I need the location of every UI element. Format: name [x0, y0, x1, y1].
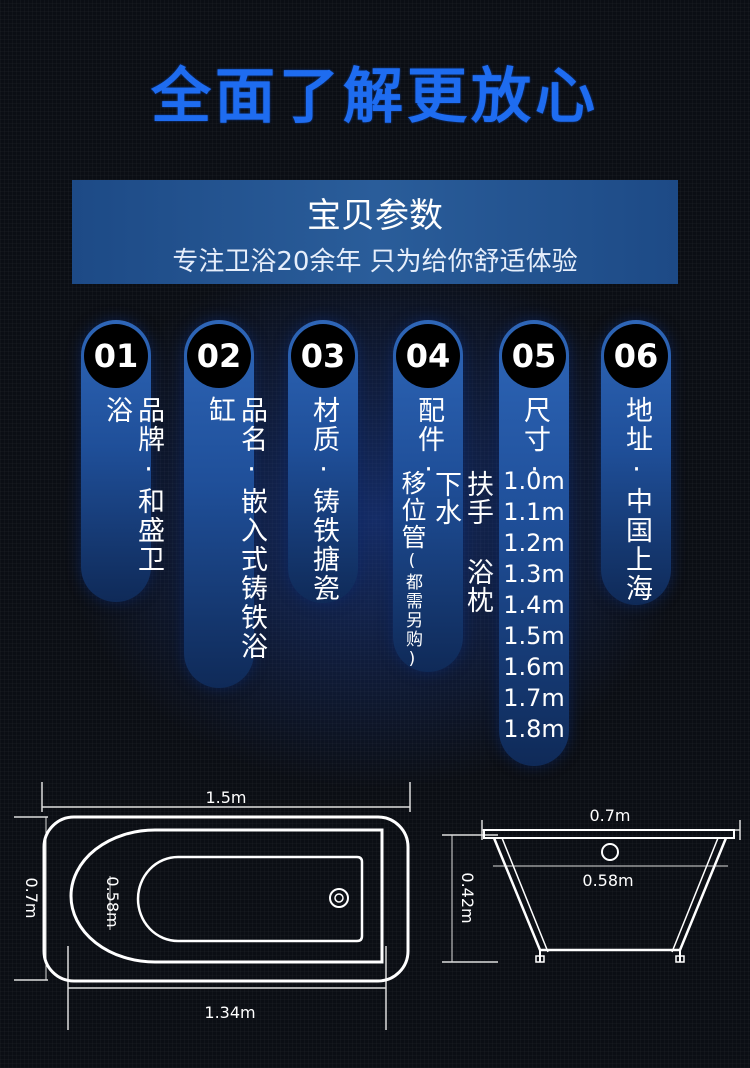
card-text: 品牌·和盛卫浴 — [100, 396, 164, 602]
card-body: 铸铁搪瓷 — [308, 487, 339, 603]
size-item: 1.0m — [503, 467, 565, 495]
card-number: 02 — [187, 324, 251, 388]
dim-length: 1.5m — [205, 788, 246, 807]
card-head: 尺寸· — [519, 396, 550, 487]
card-col1: 扶手 浴枕 下水 — [430, 470, 493, 614]
dim-inner-width: 0.58m — [103, 876, 122, 927]
params-banner: 宝贝参数 专注卫浴20余年 只为给你舒适体验 — [72, 180, 678, 284]
banner-title: 宝贝参数 — [307, 196, 443, 236]
bathtub-side-view-diagram: 0.7m 0.58m 0.42m — [442, 806, 741, 963]
param-card-accessories: 04 配件· 扶手 浴枕 下水 移位管(都需另购) — [393, 320, 493, 672]
size-item: 1.8m — [503, 715, 565, 743]
card-body: 嵌入式铸铁浴缸 — [204, 396, 267, 661]
size-item: 1.4m — [503, 591, 565, 619]
card-text: 地址·中国上海 — [620, 396, 652, 603]
side-height: 0.42m — [458, 872, 477, 923]
param-card-address: 06 地址·中国上海 — [601, 320, 671, 605]
dim-width: 0.7m — [22, 877, 41, 918]
card-number: 01 — [84, 324, 148, 388]
size-item: 1.1m — [503, 498, 565, 526]
side-top-width: 0.7m — [589, 806, 630, 825]
card-number: 05 — [502, 324, 566, 388]
card-number: 03 — [291, 324, 355, 388]
card-col2: 移位管(都需另购) — [397, 470, 427, 671]
param-card-name: 02 品名·嵌入式铸铁浴缸 — [184, 320, 267, 688]
side-bottom-width: 0.58m — [582, 871, 633, 890]
param-card-material: 03 材质·铸铁搪瓷 — [288, 320, 358, 603]
card-number: 06 — [604, 324, 668, 388]
page-title: 全面了解更放心 — [151, 62, 599, 132]
size-item: 1.2m — [503, 529, 565, 557]
card-head: 地址· — [621, 396, 652, 487]
size-item: 1.3m — [503, 560, 565, 588]
param-card-size: 05 尺寸· — [499, 320, 569, 766]
card-col2-main: 移位管 — [398, 470, 427, 551]
card-head: 配件· — [413, 396, 444, 487]
card-body: 中国上海 — [621, 487, 652, 603]
card-number: 04 — [396, 324, 460, 388]
card-body: 和盛卫浴 — [101, 396, 164, 574]
card-text: 材质·铸铁搪瓷 — [307, 396, 339, 603]
size-item: 1.6m — [503, 653, 565, 681]
card-note: (都需另购) — [402, 551, 422, 671]
card-head: 品名· — [236, 396, 267, 487]
card-head: 品牌· — [133, 396, 164, 487]
param-card-brand: 01 品牌·和盛卫浴 — [81, 320, 164, 602]
card-text: 品名·嵌入式铸铁浴缸 — [203, 396, 267, 688]
card-head: 材质· — [308, 396, 339, 487]
dim-inner-length: 1.34m — [204, 1003, 255, 1022]
size-item: 1.5m — [503, 622, 565, 650]
banner-subtitle: 专注卫浴20余年 只为给你舒适体验 — [172, 247, 578, 277]
size-list: 1.0m 1.1m 1.2m 1.3m 1.4m 1.5m 1.6m 1.7m … — [499, 466, 569, 745]
size-item: 1.7m — [503, 684, 565, 712]
bathtub-top-view-diagram: 1.5m 0.7m 0.58m 1.34m — [14, 782, 411, 1030]
